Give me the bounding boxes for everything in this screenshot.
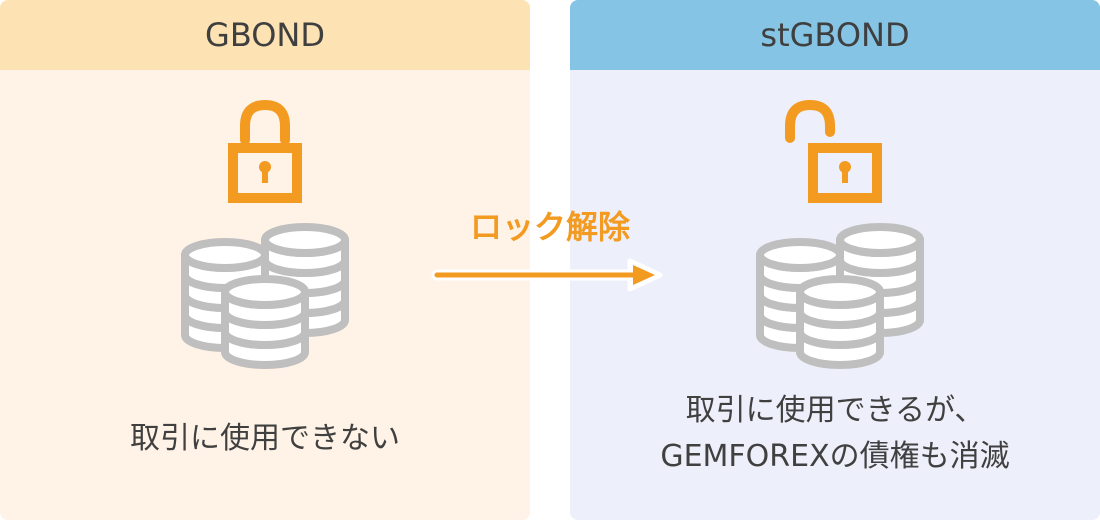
unlock-icon bbox=[785, 99, 882, 203]
lock-icon bbox=[228, 99, 302, 203]
stgbond-header: stGBOND bbox=[570, 0, 1100, 70]
stgbond-icons bbox=[756, 99, 924, 369]
stgbond-caption-line-2: GEMFOREXの債権も消滅 bbox=[660, 439, 1010, 474]
gbond-caption-text: 取引に使用できない bbox=[130, 421, 400, 456]
stgbond-title: stGBOND bbox=[760, 16, 910, 54]
coins-icon bbox=[181, 223, 349, 369]
gbond-panel: GBOND 取引に使用できない bbox=[0, 0, 530, 520]
gbond-caption: 取引に使用できない bbox=[0, 416, 530, 462]
stgbond-caption: 取引に使用できるが、 GEMFOREXの債権も消滅 bbox=[570, 388, 1100, 480]
stgbond-caption-line-1: 取引に使用できるが、 bbox=[685, 393, 985, 428]
coins-icon bbox=[756, 223, 924, 369]
gbond-title: GBOND bbox=[205, 16, 325, 54]
coin-stack bbox=[221, 275, 309, 369]
unlock-arrow-label: ロック解除 bbox=[469, 208, 630, 246]
stgbond-panel: stGBOND 取引に使用できるが、 GEMFOREXの債権も消滅 bbox=[570, 0, 1100, 520]
coin-stack bbox=[796, 275, 884, 369]
right-arrow-icon bbox=[431, 258, 663, 292]
gbond-header: GBOND bbox=[0, 0, 530, 70]
gbond-icons bbox=[181, 99, 349, 369]
